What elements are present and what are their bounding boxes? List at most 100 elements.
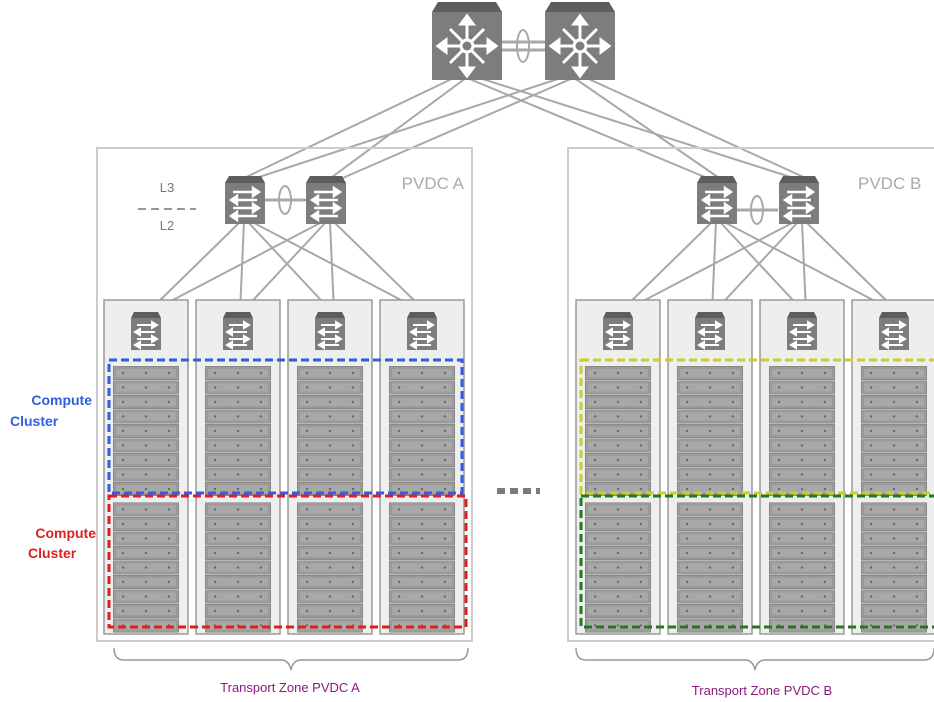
server-icon	[585, 502, 651, 517]
pvdc-a: PVDC A L3 L2	[96, 147, 473, 642]
server-icon	[769, 575, 835, 589]
server-icon	[113, 604, 179, 618]
server-icon	[113, 560, 179, 575]
server-icon	[677, 438, 743, 453]
server-icon	[861, 517, 927, 531]
server-icon	[769, 604, 835, 618]
server-icon	[585, 409, 651, 424]
server-icon	[297, 366, 363, 380]
server-icon	[113, 589, 179, 604]
server-icon	[113, 502, 179, 517]
server-icon	[677, 502, 743, 517]
top-of-rack-switch-icon	[407, 312, 437, 350]
server-icon	[297, 575, 363, 589]
pvdc-b: PVDC B	[567, 147, 934, 642]
server-icon	[389, 453, 455, 467]
server-icon	[585, 517, 651, 531]
server-icon	[585, 424, 651, 438]
server-icon	[205, 380, 271, 395]
server-icon	[389, 575, 455, 589]
server-icon	[861, 467, 927, 482]
server-icon	[585, 395, 651, 409]
compute-cluster-outline	[579, 358, 934, 495]
server-icon	[205, 560, 271, 575]
server-icon	[297, 531, 363, 546]
cluster-label-line2: Cluster	[10, 413, 59, 429]
server-icon	[389, 424, 455, 438]
server-rack	[287, 299, 373, 635]
server-icon	[113, 366, 179, 380]
server-icon	[389, 517, 455, 531]
server-icon	[861, 366, 927, 380]
server-icon	[861, 380, 927, 395]
server-icon	[389, 531, 455, 546]
top-of-rack-switch-icon	[695, 312, 725, 350]
server-icon	[585, 604, 651, 618]
server-icon	[861, 575, 927, 589]
server-icon	[205, 409, 271, 424]
server-icon	[677, 366, 743, 380]
server-rack	[195, 299, 281, 635]
server-icon	[389, 380, 455, 395]
server-icon	[677, 424, 743, 438]
server-icon	[585, 575, 651, 589]
server-icon	[769, 560, 835, 575]
transport-zone-label: Transport Zone PVDC A	[220, 680, 360, 695]
server-icon	[113, 453, 179, 467]
server-icon	[297, 517, 363, 531]
server-icon	[205, 502, 271, 517]
core-router-pair	[432, 2, 615, 80]
server-icon	[113, 409, 179, 424]
server-icon	[677, 575, 743, 589]
top-of-rack-switch-icon	[131, 312, 161, 350]
server-icon	[113, 424, 179, 438]
server-icon	[585, 618, 651, 633]
server-icon	[585, 467, 651, 482]
server-icon	[205, 589, 271, 604]
server-icon	[205, 604, 271, 618]
server-icon	[861, 589, 927, 604]
server-icon	[297, 395, 363, 409]
server-icon	[113, 531, 179, 546]
server-rack	[667, 299, 753, 635]
server-icon	[389, 438, 455, 453]
top-of-rack-switch-icon	[315, 312, 345, 350]
server-icon	[297, 546, 363, 560]
more-pvdcs-ellipsis	[497, 488, 540, 494]
server-icon	[113, 438, 179, 453]
server-icon	[389, 560, 455, 575]
server-icon	[677, 395, 743, 409]
server-icon	[585, 546, 651, 560]
top-of-rack-switch-icon	[603, 312, 633, 350]
server-icon	[677, 531, 743, 546]
server-rack	[575, 299, 661, 635]
pvdc-boundary	[567, 147, 934, 642]
server-icon	[677, 546, 743, 560]
cluster-label-line1: Compute	[31, 392, 92, 408]
server-icon	[205, 467, 271, 482]
server-icon	[113, 380, 179, 395]
server-icon	[205, 575, 271, 589]
compute-cluster-outline	[107, 494, 468, 629]
server-icon	[113, 575, 179, 589]
server-icon	[677, 380, 743, 395]
server-icon	[205, 438, 271, 453]
server-icon	[769, 546, 835, 560]
server-icon	[585, 380, 651, 395]
server-icon	[769, 395, 835, 409]
server-icon	[389, 502, 455, 517]
server-icon	[585, 531, 651, 546]
server-rack	[379, 299, 465, 635]
server-icon	[769, 424, 835, 438]
router-icon	[432, 2, 502, 80]
server-icon	[861, 502, 927, 517]
server-icon	[389, 366, 455, 380]
server-icon	[861, 604, 927, 618]
server-icon	[113, 482, 179, 496]
server-icon	[769, 380, 835, 395]
server-icon	[205, 453, 271, 467]
server-icon	[585, 560, 651, 575]
server-icon	[297, 438, 363, 453]
server-icon	[297, 380, 363, 395]
server-icon	[113, 517, 179, 531]
